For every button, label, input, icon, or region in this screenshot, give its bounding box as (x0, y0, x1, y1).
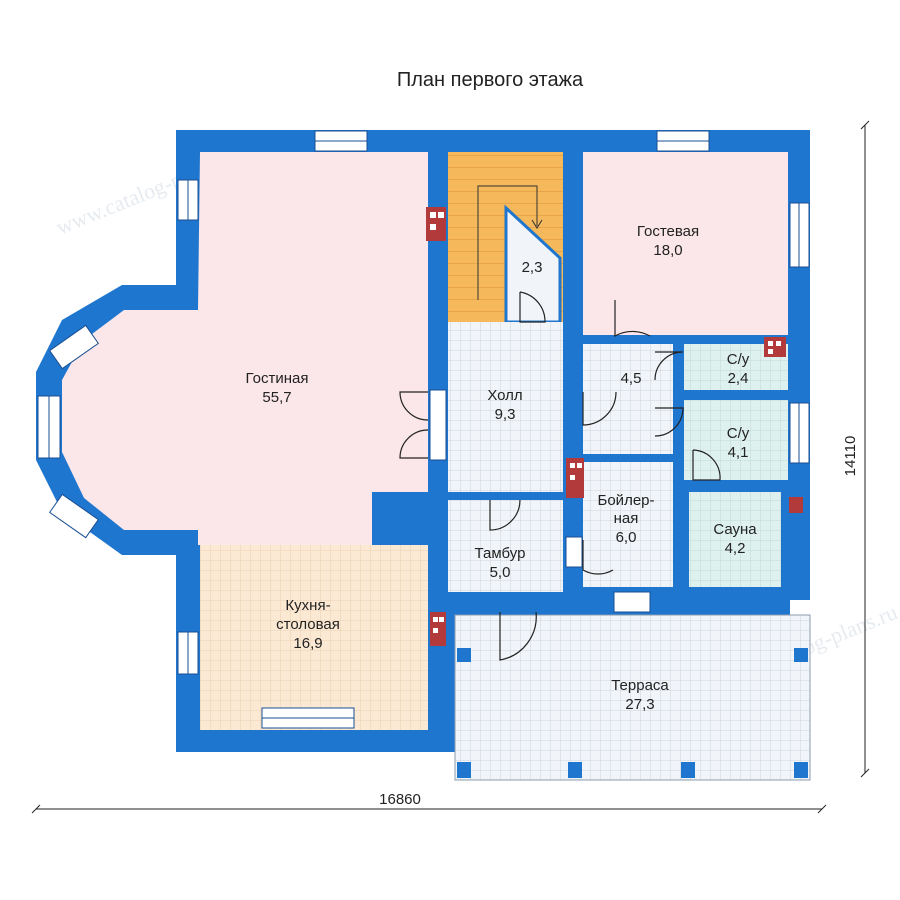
dimension-width: 16860 (379, 791, 421, 808)
dimension-height: 14110 (842, 436, 859, 477)
label-wc1-name: С/у (727, 351, 750, 368)
label-storage-area: 2,3 (522, 259, 543, 276)
room-wc2 (684, 400, 788, 480)
label-guest-area: 18,0 (653, 242, 682, 259)
label-hall-name: Холл (487, 387, 522, 404)
label-kitchen-area: 16,9 (293, 635, 322, 652)
label-wc2-area: 4,1 (728, 444, 749, 461)
label-wc2-name: С/у (727, 425, 750, 442)
label-hall-area: 9,3 (495, 406, 516, 423)
label-boiler-area: 6,0 (616, 529, 637, 546)
windows (37, 130, 810, 729)
dimension-horizontal (31, 804, 827, 814)
room-sauna (689, 492, 781, 587)
doors (399, 291, 721, 661)
room-boiler (583, 462, 673, 587)
label-wc1-area: 2,4 (728, 370, 749, 387)
label-vestibule-name: Тамбур (475, 545, 526, 562)
stair-arrow (477, 185, 543, 300)
room-terrace (455, 615, 810, 780)
terrace-posts (457, 648, 808, 778)
label-living-area: 55,7 (262, 389, 291, 406)
room-guest (583, 152, 788, 335)
room-vestibule (448, 500, 563, 592)
chimneys (426, 207, 803, 646)
room-hall (448, 322, 563, 492)
label-living-name: Гостиная (246, 370, 309, 387)
label-terrace-name: Терраса (611, 677, 669, 694)
room-kitchen (200, 545, 428, 730)
label-boiler-name-2: ная (614, 510, 639, 527)
label-corridor-area: 4,5 (621, 370, 642, 387)
label-boiler-name-1: Бойлер- (598, 492, 655, 509)
room-living (62, 152, 428, 545)
label-sauna-area: 4,2 (725, 540, 746, 557)
label-terrace-area: 27,3 (625, 696, 654, 713)
dimension-vertical (860, 120, 870, 778)
label-vestibule-area: 5,0 (490, 564, 511, 581)
label-kitchen-name-1: Кухня- (285, 597, 330, 614)
plan-title: План первого этажа (397, 69, 584, 91)
label-sauna-name: Сауна (713, 521, 757, 538)
label-kitchen-name-2: столовая (276, 616, 340, 633)
label-guest-name: Гостевая (637, 223, 699, 240)
room-corridor (583, 344, 673, 454)
